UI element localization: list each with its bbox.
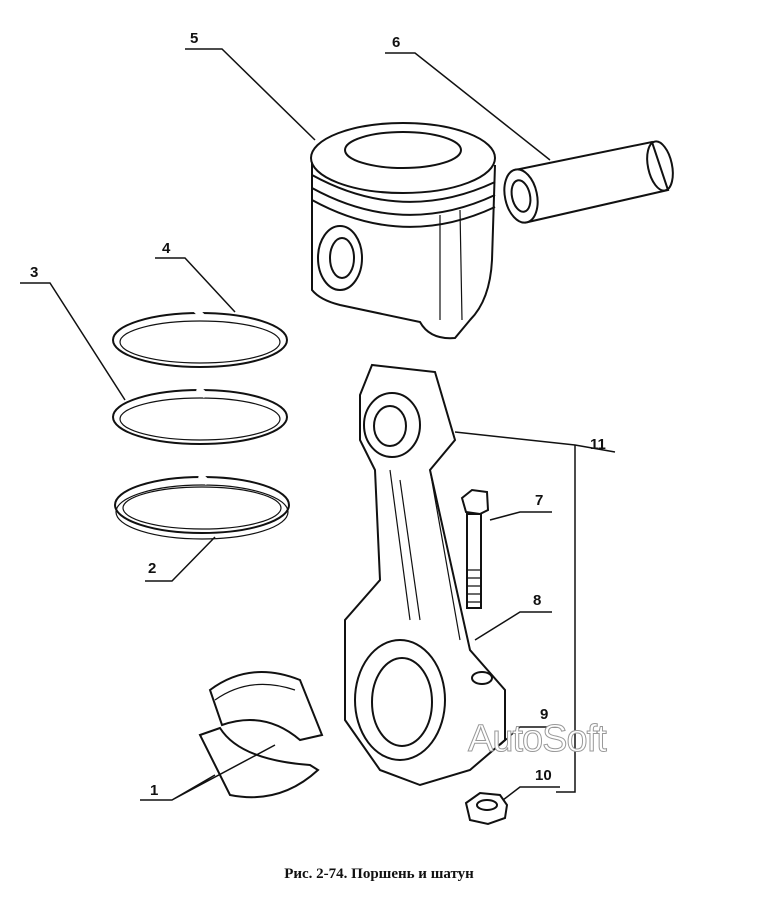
watermark: AutoSoft — [468, 718, 608, 761]
bearing-shells — [198, 671, 324, 799]
callout-10: 10 — [535, 767, 552, 784]
callout-5: 5 — [190, 30, 199, 47]
piston — [310, 122, 496, 340]
callout-7: 7 — [535, 492, 544, 509]
callout-11: 11 — [590, 436, 606, 453]
piston-ring-3 — [112, 385, 288, 445]
callout-6: 6 — [392, 34, 401, 51]
callout-9: 9 — [540, 706, 549, 723]
connecting-rod — [344, 363, 506, 787]
callout-3: 3 — [30, 264, 39, 281]
rod-bolt — [460, 488, 490, 609]
piston-pin — [503, 140, 674, 224]
piston-ring-4 — [112, 307, 288, 368]
rod-nut — [464, 791, 509, 826]
piston-ring-2 — [114, 472, 290, 540]
callout-2: 2 — [148, 560, 157, 577]
callout-8: 8 — [533, 592, 542, 609]
callout-1: 1 — [150, 782, 159, 799]
leader-lines — [20, 48, 616, 801]
figure-caption: Рис. 2-74. Поршень и шатун — [284, 866, 474, 882]
callout-4: 4 — [162, 240, 171, 257]
